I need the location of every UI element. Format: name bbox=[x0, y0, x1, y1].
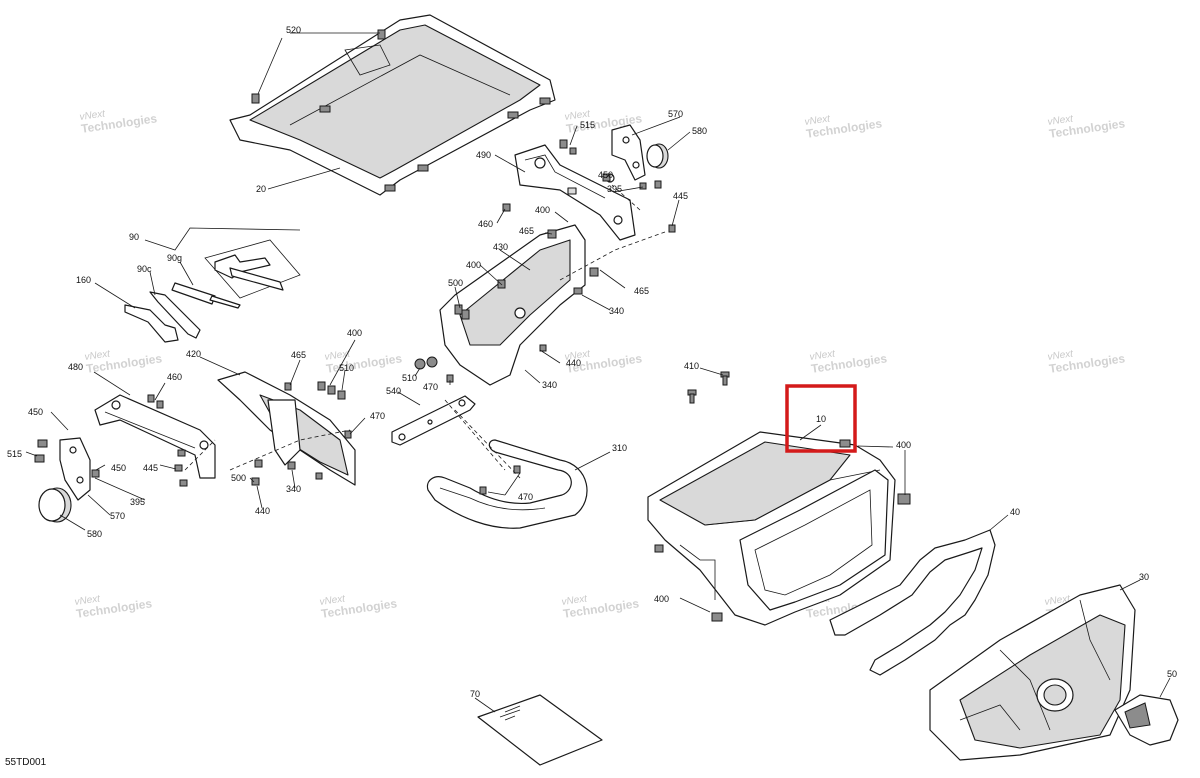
callout-10: 10 bbox=[816, 414, 826, 424]
callout-160: 160 bbox=[76, 275, 91, 285]
part-70-manual bbox=[477, 694, 603, 766]
watermark-text: vNext bbox=[74, 593, 102, 608]
callout-450: 450 bbox=[111, 463, 126, 473]
callout-440: 440 bbox=[255, 506, 270, 516]
callout-515: 515 bbox=[580, 120, 595, 130]
callout-410: 410 bbox=[684, 361, 699, 371]
callout-540: 540 bbox=[386, 386, 401, 396]
callout-395: 395 bbox=[130, 497, 145, 507]
callout-510: 510 bbox=[402, 373, 417, 383]
fastener-group-510 bbox=[414, 304, 470, 383]
callout-450: 450 bbox=[598, 170, 613, 180]
watermark-text: vNext bbox=[324, 348, 352, 363]
callout-90c: 90c bbox=[137, 264, 152, 274]
callout-580: 580 bbox=[87, 529, 102, 539]
callout-440: 440 bbox=[566, 358, 581, 368]
part-570-latch bbox=[611, 124, 646, 181]
part-10-storage-bin bbox=[647, 431, 911, 626]
part-20-tray bbox=[229, 14, 556, 196]
part-480-bracket bbox=[94, 394, 216, 479]
dashed-assembly-lines bbox=[184, 184, 666, 479]
callout-40: 40 bbox=[1010, 507, 1020, 517]
callout-90: 90 bbox=[129, 232, 139, 242]
callout-460: 460 bbox=[167, 372, 182, 382]
callout-465: 465 bbox=[291, 350, 306, 360]
callout-400: 400 bbox=[535, 205, 550, 215]
watermark-text: vNext bbox=[804, 113, 832, 128]
callout-400: 400 bbox=[347, 328, 362, 338]
callout-500: 500 bbox=[448, 278, 463, 288]
watermark-text: vNext bbox=[84, 348, 112, 363]
watermark-text: vNext bbox=[319, 593, 347, 608]
callout-490: 490 bbox=[476, 150, 491, 160]
callout-labels: 520 20 515 570 580 490 450 395 445 460 4… bbox=[7, 25, 1177, 699]
watermark-text: vNext bbox=[1047, 113, 1075, 128]
callout-340: 340 bbox=[542, 380, 557, 390]
callout-580: 580 bbox=[692, 126, 707, 136]
callout-450: 450 bbox=[28, 407, 43, 417]
watermark-text: vNext bbox=[79, 108, 107, 123]
callout-460: 460 bbox=[478, 219, 493, 229]
callout-465: 465 bbox=[519, 226, 534, 236]
callout-465: 465 bbox=[634, 286, 649, 296]
callout-30: 30 bbox=[1139, 572, 1149, 582]
part-570-latch-left bbox=[59, 437, 91, 501]
part-310-handle bbox=[426, 439, 588, 529]
part-90-toolkit bbox=[124, 239, 301, 343]
callout-90g: 90g bbox=[167, 253, 182, 263]
callout-70: 70 bbox=[470, 689, 480, 699]
callout-420: 420 bbox=[186, 349, 201, 359]
callout-395: 395 bbox=[607, 184, 622, 194]
callout-20: 20 bbox=[256, 184, 266, 194]
callout-480: 480 bbox=[68, 362, 83, 372]
part-50-latch bbox=[1114, 694, 1179, 746]
fastener-group-left bbox=[34, 439, 188, 487]
callout-430: 430 bbox=[493, 242, 508, 252]
callout-470: 470 bbox=[518, 492, 533, 502]
callout-340: 340 bbox=[286, 484, 301, 494]
watermark-text: vNext bbox=[564, 108, 592, 123]
part-580-knob-left bbox=[38, 487, 72, 523]
part-580-knob bbox=[646, 143, 669, 169]
callout-445: 445 bbox=[143, 463, 158, 473]
part-40-seal bbox=[829, 529, 996, 676]
callout-570: 570 bbox=[668, 109, 683, 119]
part-30-cover bbox=[929, 584, 1136, 761]
callout-400: 400 bbox=[654, 594, 669, 604]
leader-lines bbox=[25, 116, 1171, 713]
part-540-strap bbox=[391, 395, 476, 446]
callout-400: 400 bbox=[896, 440, 911, 450]
callout-50: 50 bbox=[1167, 669, 1177, 679]
callout-445: 445 bbox=[673, 191, 688, 201]
document-id: 55TD001 bbox=[5, 757, 47, 768]
fastener-group-410 bbox=[687, 371, 730, 404]
callout-470: 470 bbox=[423, 382, 438, 392]
callout-515: 515 bbox=[7, 449, 22, 459]
callout-470: 470 bbox=[370, 411, 385, 421]
highlight-box bbox=[785, 384, 857, 453]
callout-500: 500 bbox=[231, 473, 246, 483]
callout-570: 570 bbox=[110, 511, 125, 521]
callout-510: 510 bbox=[339, 363, 354, 373]
callout-400: 400 bbox=[466, 260, 481, 270]
part-420-shield bbox=[217, 371, 356, 486]
watermark-text: vNext bbox=[561, 593, 589, 608]
watermark-text: vNext bbox=[564, 348, 592, 363]
callout-520: 520 bbox=[286, 25, 301, 35]
callout-310: 310 bbox=[612, 443, 627, 453]
watermark-text: vNext bbox=[809, 348, 837, 363]
watermark-text: vNext bbox=[1047, 348, 1075, 363]
callout-340: 340 bbox=[609, 306, 624, 316]
